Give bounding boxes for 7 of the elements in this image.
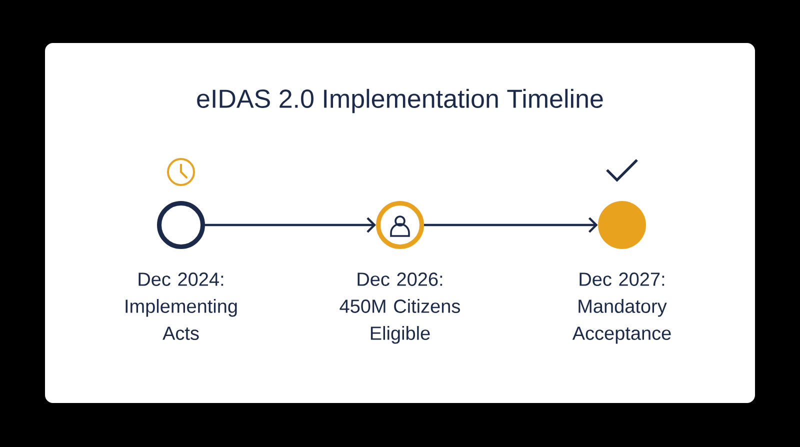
milestone-label: Dec 2027: Mandatory Acceptance bbox=[572, 272, 671, 344]
arrow bbox=[424, 217, 598, 233]
title: eIDAS 2.0 Implementation Timeline bbox=[197, 88, 603, 114]
arrow bbox=[205, 217, 376, 233]
timeline-dot bbox=[598, 201, 646, 249]
milestone-label: Dec 2026: 450M Citizens Eligible bbox=[340, 272, 460, 344]
milestone-label: Dec 2024: Implementing Acts bbox=[126, 272, 237, 340]
